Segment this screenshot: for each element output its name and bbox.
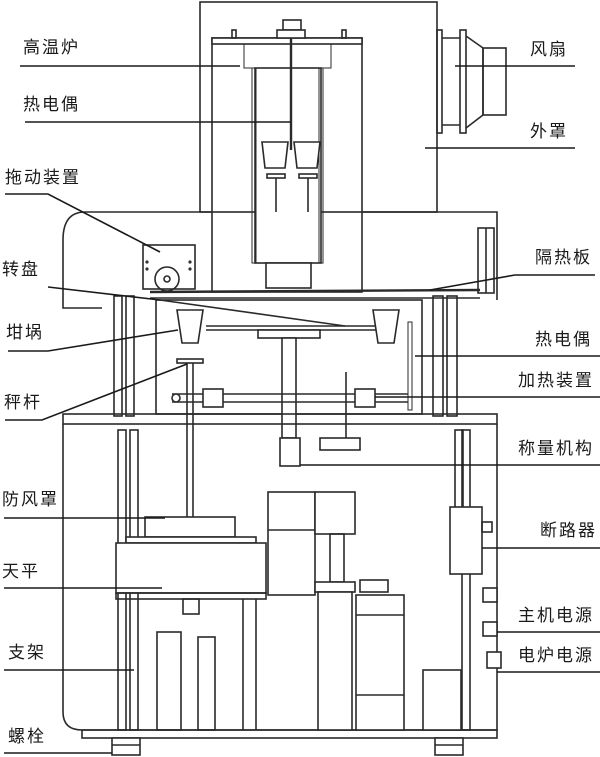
drive-device	[142, 244, 196, 292]
turntable	[159, 299, 346, 327]
middle-cabinet	[62, 211, 212, 309]
label-balance: 天平	[2, 562, 40, 582]
furnace-power-switch	[482, 621, 498, 637]
label-weighing-mechanism: 称量机构	[518, 439, 594, 459]
label-circuit-breaker: 断路器	[540, 521, 597, 541]
crucible-right	[372, 309, 400, 344]
label-draft-shield: 防风罩	[2, 490, 59, 510]
bolts	[111, 737, 464, 756]
label-crucible: 坩埚	[6, 323, 44, 343]
fan	[436, 29, 507, 134]
heating-device	[171, 372, 408, 440]
leader-lines	[4, 65, 600, 754]
label-outer-cover: 外罩	[530, 122, 568, 142]
high-temperature-furnace	[211, 19, 363, 293]
label-bolt: 螺栓	[8, 727, 46, 747]
weighing-rod	[176, 358, 204, 520]
label-bracket: 支架	[8, 643, 46, 663]
label-main-power: 主机电源	[518, 606, 594, 626]
main-power-switch	[482, 587, 498, 603]
label-furnace-power: 电炉电源	[518, 646, 594, 666]
label-thermocouple-mid: 热电偶	[535, 330, 592, 350]
label-heating-device: 加热装置	[518, 371, 594, 391]
label-turntable: 转盘	[2, 260, 40, 280]
label-weighing-rod: 秤杆	[4, 393, 42, 413]
label-fan: 风扇	[530, 40, 568, 60]
label-furnace: 高温炉	[23, 38, 80, 58]
draft-shield	[144, 516, 236, 538]
weighing-mechanism	[267, 437, 405, 731]
label-heat-shield: 隔热板	[535, 248, 592, 268]
label-drive-device: 拖动装置	[5, 168, 81, 188]
platform	[62, 413, 498, 425]
label-thermocouple-top: 热电偶	[23, 95, 80, 115]
crucible-left	[176, 309, 204, 344]
balance	[115, 542, 267, 594]
circuit-breaker	[449, 506, 483, 575]
heat-shield	[149, 288, 481, 294]
